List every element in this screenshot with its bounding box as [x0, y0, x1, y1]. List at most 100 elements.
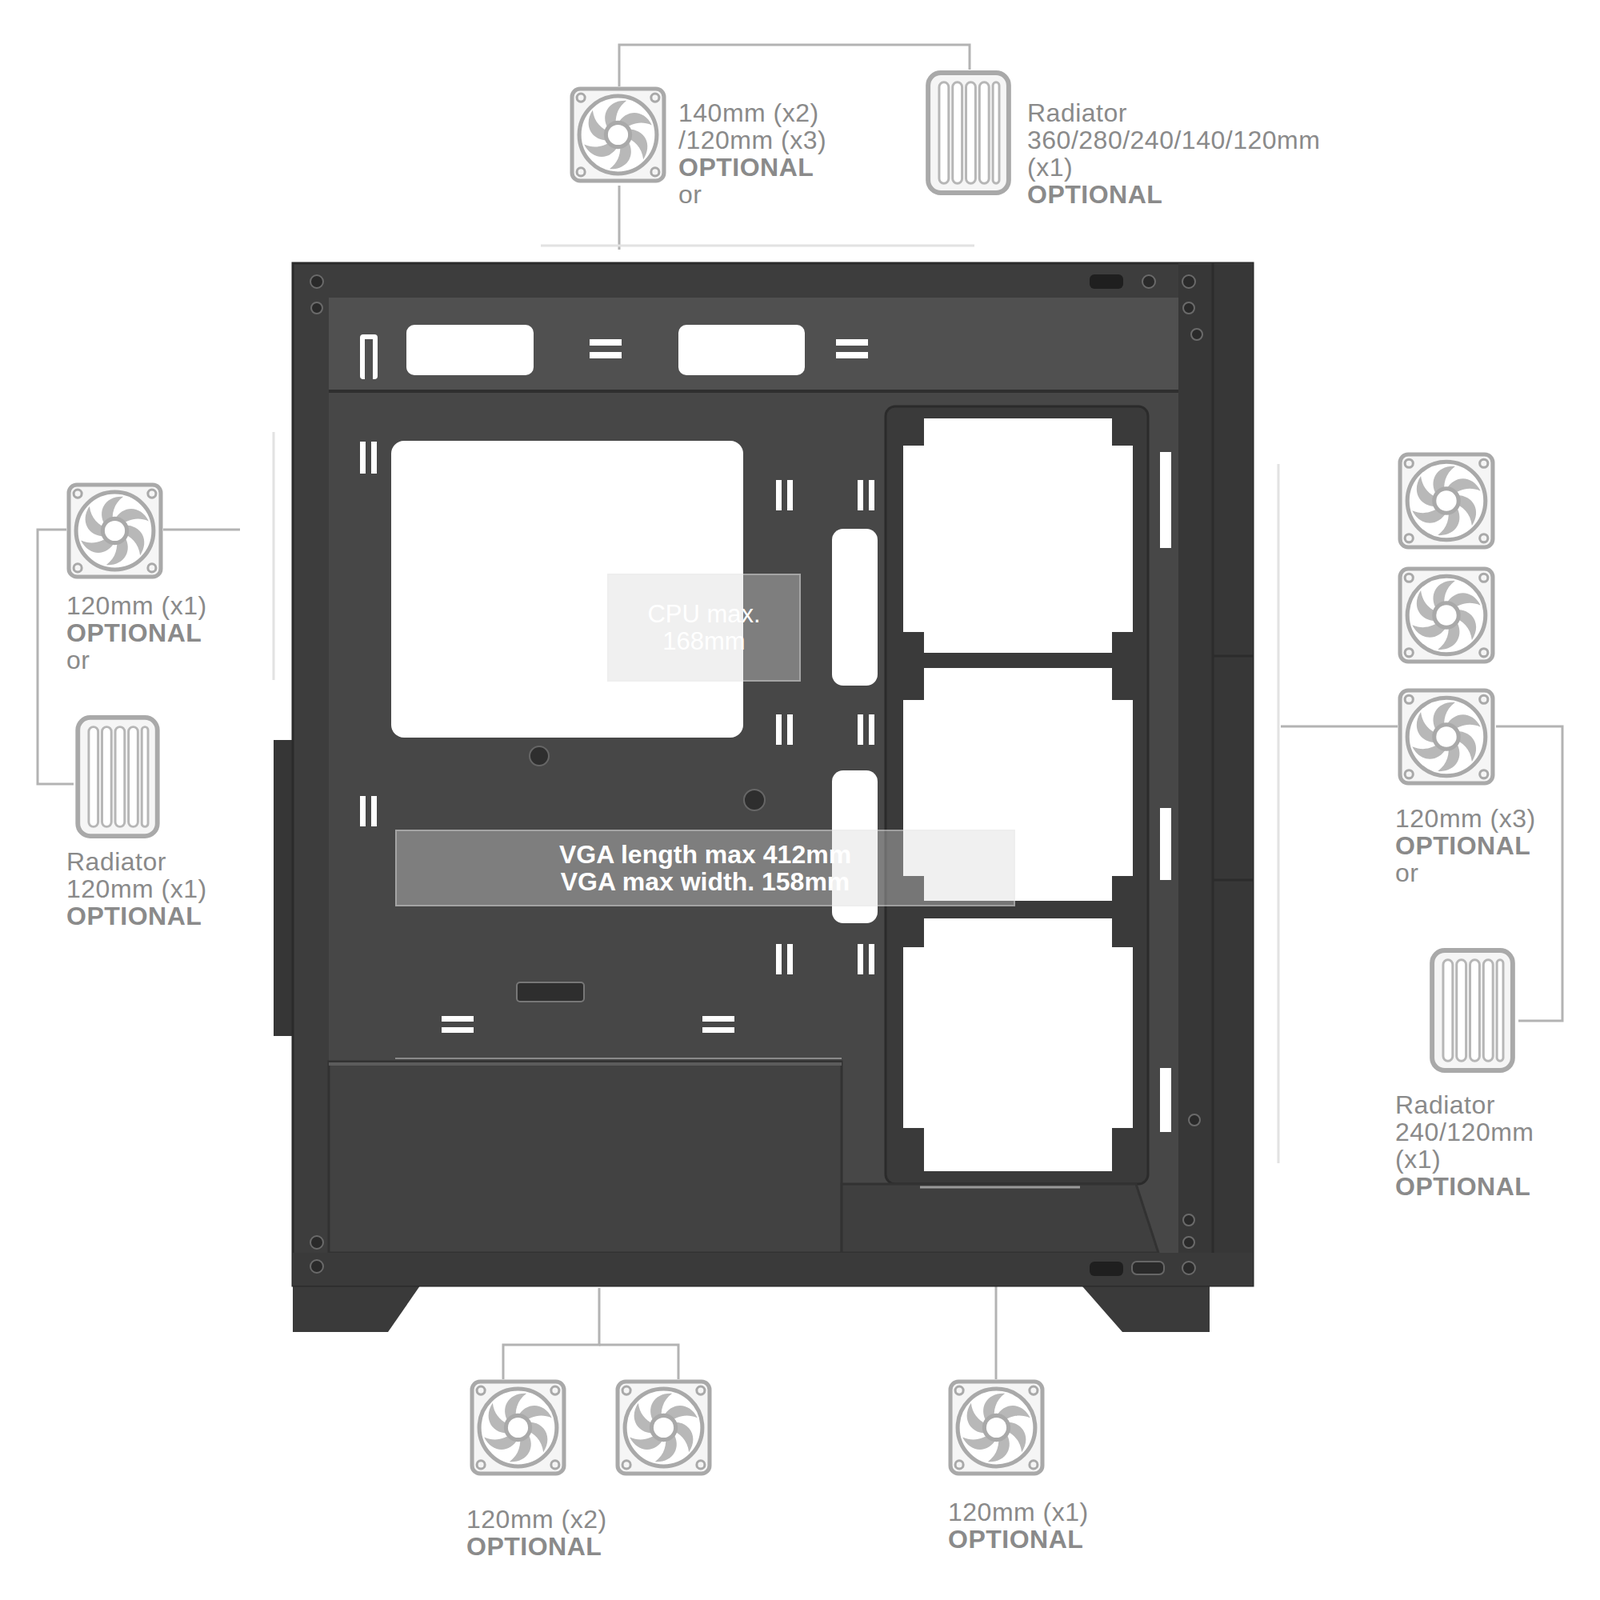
spec-label: OPTIONAL — [1027, 180, 1163, 208]
spec-label: or — [66, 646, 90, 674]
spec-label: OPTIONAL — [1395, 1172, 1531, 1200]
spec-label: or — [1395, 859, 1419, 887]
case-part — [868, 480, 875, 511]
icon-instance — [950, 1381, 1043, 1474]
spec-label: OPTIONAL — [66, 619, 202, 647]
icon-instance — [77, 717, 157, 836]
case-part — [441, 1016, 474, 1022]
case-part — [903, 668, 924, 700]
icon-instance — [1400, 454, 1493, 548]
case-part — [857, 480, 864, 511]
case-part — [292, 1252, 1253, 1286]
spec-label: Radiator — [1395, 1091, 1496, 1119]
case-part — [1112, 418, 1133, 446]
case-part — [702, 1027, 735, 1033]
case-part — [589, 339, 622, 346]
leader-lines — [37, 44, 1563, 1380]
case-part — [903, 418, 924, 446]
case-part — [619, 44, 970, 87]
case-part — [310, 275, 324, 288]
case-part — [1183, 302, 1195, 314]
case-part — [903, 632, 924, 653]
case-part — [1178, 263, 1253, 1286]
case-part — [744, 789, 765, 811]
case-part — [360, 441, 875, 1033]
case-part — [776, 714, 782, 745]
case-part — [360, 796, 366, 827]
dimension-text: VGA max width. 158mm — [560, 868, 851, 896]
case-part — [1160, 1068, 1172, 1132]
case-part — [1182, 1261, 1196, 1275]
case-part — [1280, 725, 1398, 728]
case-part — [885, 406, 1148, 1184]
spec-label: 120mm (x2) — [466, 1505, 608, 1533]
case-part — [441, 1027, 474, 1033]
spec-label: OPTIONAL — [948, 1525, 1084, 1553]
case-part — [1212, 655, 1253, 658]
icon-instance — [1400, 690, 1493, 784]
case-part — [364, 339, 373, 380]
case-part — [787, 714, 793, 745]
case-part — [1112, 668, 1133, 700]
case-part — [371, 796, 377, 827]
case-part — [1188, 1114, 1200, 1126]
case-part — [787, 480, 793, 511]
case-part — [599, 1344, 679, 1380]
icon-instance — [472, 1381, 564, 1474]
case-part — [836, 339, 868, 346]
case-part — [1112, 632, 1133, 653]
case-part — [1112, 1128, 1133, 1172]
dimension-box: VGA length max 412mmVGA max width. 158mm — [395, 829, 1016, 907]
spec-label: /120mm (x3) — [678, 126, 827, 154]
case-part — [311, 302, 323, 314]
case-part — [503, 1288, 600, 1380]
case-part — [903, 918, 1133, 1172]
spec-label: OPTIONAL — [678, 153, 814, 181]
spec-label: or — [678, 180, 702, 208]
case-part — [371, 441, 377, 474]
case-part — [292, 1280, 424, 1332]
fan-icons — [68, 88, 1493, 1474]
case-part — [836, 352, 868, 359]
case-part — [516, 982, 584, 1002]
icon-instance — [1400, 568, 1493, 662]
case-part — [395, 1057, 842, 1060]
spec-label: 120mm (x3) — [1395, 804, 1536, 832]
spec-label: OPTIONAL — [66, 902, 202, 930]
case-part — [903, 418, 1133, 653]
spec-label: OPTIONAL — [466, 1532, 602, 1560]
case-part — [678, 324, 805, 376]
case-part — [1277, 464, 1280, 1164]
pc-case — [273, 263, 1253, 1332]
case-part — [589, 352, 622, 359]
spec-label: 120mm (x1) — [66, 875, 208, 903]
spec-label: (x1) — [1027, 153, 1073, 181]
spec-label: Radiator — [1027, 99, 1128, 127]
dimension-text: VGA length max 412mm — [559, 840, 852, 868]
case-part — [618, 185, 621, 250]
spec-label: Radiator — [66, 848, 167, 876]
case-part — [1132, 1261, 1164, 1275]
case-part — [776, 480, 782, 511]
icon-instance — [928, 72, 1009, 193]
case-part — [1191, 328, 1203, 340]
spec-label: (x1) — [1395, 1145, 1441, 1173]
case-part — [868, 714, 875, 745]
case-part — [292, 263, 1253, 1286]
case-part — [868, 944, 875, 975]
spec-label: 120mm (x1) — [66, 592, 208, 620]
case-part — [310, 1236, 324, 1249]
spec-label: 360/280/240/140/120mm — [1027, 126, 1320, 154]
case-part — [163, 528, 240, 532]
case-part — [1076, 1280, 1210, 1332]
case-part — [1160, 452, 1172, 548]
case-part — [1112, 876, 1133, 901]
case-part — [776, 944, 782, 975]
case-part — [857, 944, 864, 975]
icon-instance — [1432, 950, 1513, 1071]
case-part — [787, 944, 793, 975]
case-part — [272, 432, 276, 680]
case-part — [1212, 879, 1253, 882]
